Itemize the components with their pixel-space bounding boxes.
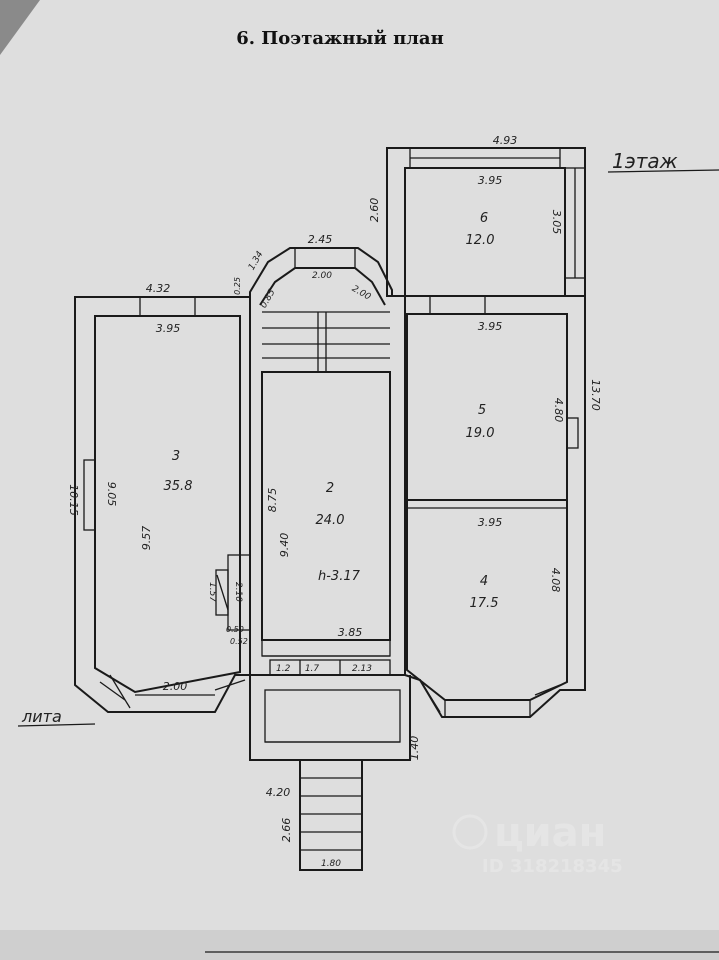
dim-corridor-a: 1.7: [305, 664, 320, 674]
dim-room2-bottom: 3.85: [338, 626, 363, 639]
room-6-number: 6: [480, 211, 488, 226]
dim-fireplace-b: 2.10: [233, 582, 243, 602]
room-3-area: 35.8: [164, 479, 193, 494]
room-5-4-walls: [392, 295, 586, 718]
dim-room5-inner-top: 3.95: [478, 320, 503, 333]
room-4-area: 17.5: [470, 596, 499, 611]
entrance-label-underline: [17, 723, 96, 727]
room-2-height: h-3.17: [318, 569, 361, 584]
paper-corner-shadow: [0, 0, 40, 55]
room-2-number: 2: [326, 481, 334, 496]
dim-room3-inner-top: 3.95: [156, 322, 181, 335]
dim-room3-inner-height: 9.57: [140, 526, 153, 551]
room-6-area: 12.0: [466, 233, 495, 248]
dim-top-right-outer: 4.93: [493, 134, 518, 147]
page-title: 6. Поэтажный план: [236, 28, 444, 49]
dim-room6-height-left: 2.60: [368, 198, 381, 223]
dim-stairs-top: 4.20: [266, 786, 291, 799]
room-2-walls: [249, 297, 406, 676]
dim-corridor-c: 1.2: [276, 664, 291, 674]
dim-room4-height: 4.08: [549, 568, 562, 593]
dim-left-outer-top: 4.32: [146, 282, 171, 295]
dim-fireplace-d: 0.52: [230, 637, 248, 646]
dim-room3-bay-bottom: 2.00: [163, 680, 188, 693]
dim-room2-width: 8.75: [266, 488, 279, 513]
dim-stairs-bottom: 1.80: [321, 859, 341, 869]
room-4-number: 4: [480, 574, 488, 589]
dim-right-outer: 13.70: [589, 379, 602, 411]
dim-room2-height: 9.40: [278, 533, 291, 558]
dim-corridor-b: 2.13: [352, 664, 372, 674]
dim-bay-inner-a: 2.00: [312, 271, 332, 281]
dim-bay-tiny: 0.25: [233, 277, 242, 295]
dim-room3-inner-side: 9.05: [105, 482, 118, 507]
dim-fireplace-c: 0.50: [226, 625, 244, 634]
room-5-number: 5: [478, 403, 486, 418]
dim-room6-height-right: 3.05: [550, 210, 563, 235]
dim-left-outer: 10.15: [67, 484, 80, 516]
floor-label: 1этаж: [612, 149, 678, 173]
cian-logo-icon: [452, 814, 488, 850]
floor-label-underline: [607, 169, 719, 173]
room-2-area: 24.0: [316, 513, 345, 528]
cian-watermark: циан ID 318218345: [452, 810, 623, 877]
dim-fireplace-a: 1.57: [207, 582, 217, 602]
dim-porch-height: 1.40: [408, 736, 421, 761]
room-3-number: 3: [172, 449, 180, 464]
room-5-area: 19.0: [466, 426, 495, 441]
watermark-brand: циан: [494, 810, 606, 856]
dim-stairs-side: 2.66: [280, 818, 293, 843]
dim-room6-inner: 3.95: [478, 174, 503, 187]
dim-room5-height: 4.80: [552, 398, 565, 423]
dim-bay-top: 2.45: [308, 233, 333, 246]
porch-stairs: [249, 675, 411, 871]
entrance-label: лита: [21, 707, 62, 726]
dim-room4-inner-top: 3.95: [478, 516, 503, 529]
watermark-id: ID 318218345: [482, 856, 623, 877]
bottom-shadow: [0, 930, 719, 960]
